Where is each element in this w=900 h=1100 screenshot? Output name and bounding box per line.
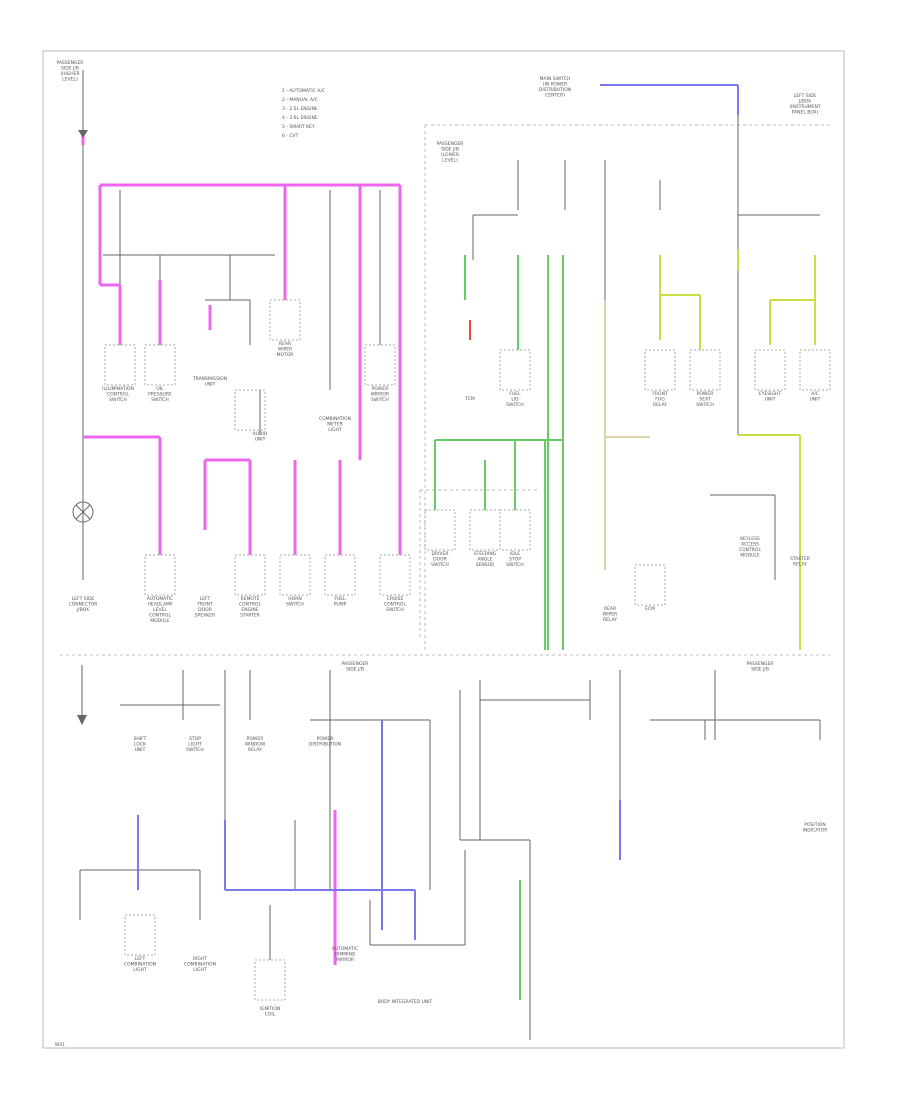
legend-item: 2 - MANUAL A/C bbox=[282, 97, 318, 103]
wiring-yellowgreen bbox=[659, 250, 816, 650]
wiring-gray bbox=[79, 70, 821, 1040]
component-label-tcm: TCM bbox=[464, 396, 475, 402]
legend-item: 3 - 2.5L ENGINE bbox=[282, 106, 318, 112]
wiring-magenta bbox=[81, 130, 402, 965]
ground-arrow-top bbox=[78, 130, 88, 138]
wiring-tan bbox=[604, 300, 650, 570]
diagram-frame bbox=[42, 50, 845, 1049]
bottom-center-label: BODY INTEGRATED UNIT bbox=[378, 999, 433, 1005]
wiring-green bbox=[434, 255, 564, 1000]
component-label-ecm: ECM bbox=[645, 606, 655, 612]
legend-item: 5 - SMART KEY bbox=[282, 124, 315, 130]
wiring-blue bbox=[137, 84, 739, 940]
section-dividers bbox=[60, 124, 830, 656]
legend-item: 4 - 3.6L ENGINE bbox=[282, 115, 318, 121]
bulb-cross-b bbox=[75, 504, 91, 520]
component-boxes bbox=[104, 299, 831, 1001]
legend-item: 1 - AUTOMATIC A/C bbox=[282, 88, 325, 94]
legend-item: 6 - CVT bbox=[282, 133, 299, 139]
ground-arrow-left bbox=[77, 715, 87, 725]
legend: 1 - AUTOMATIC A/C 2 - MANUAL A/C 3 - 2.5L … bbox=[282, 88, 325, 139]
corner-tag: W01 bbox=[55, 1042, 65, 1048]
bulb-symbol bbox=[72, 501, 94, 523]
